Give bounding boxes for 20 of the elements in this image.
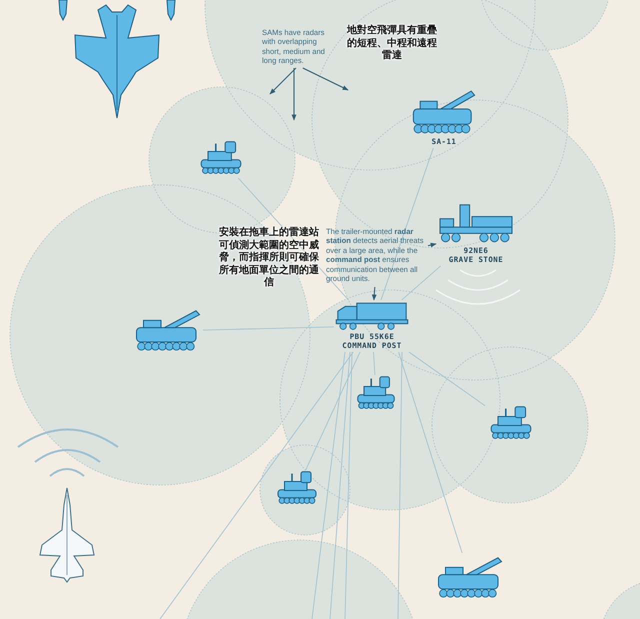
link-line: [238, 178, 349, 300]
link-line: [401, 266, 441, 300]
arrow: [270, 68, 296, 94]
link-line: [312, 352, 346, 619]
link-line: [398, 352, 402, 619]
link-line: [305, 352, 360, 470]
arrow: [292, 68, 296, 121]
link-line: [380, 148, 434, 300]
link-line: [408, 352, 486, 406]
chinese-caption: 地對空飛彈具有重疊的短程、中程和遠程雷達: [346, 25, 438, 62]
chinese-caption: 安裝在拖車上的雷達站可偵測大範圍的空中威脅，而指揮所則可確保所有地面單位之間的通信: [218, 227, 320, 290]
arrow: [428, 242, 437, 248]
link-line: [160, 352, 354, 619]
link-line: [373, 352, 376, 376]
arrow: [372, 286, 377, 301]
link-line: [330, 352, 350, 619]
link-line: [344, 352, 352, 619]
link-line: [398, 352, 462, 554]
link-line: [202, 326, 334, 330]
arrow: [302, 68, 349, 90]
